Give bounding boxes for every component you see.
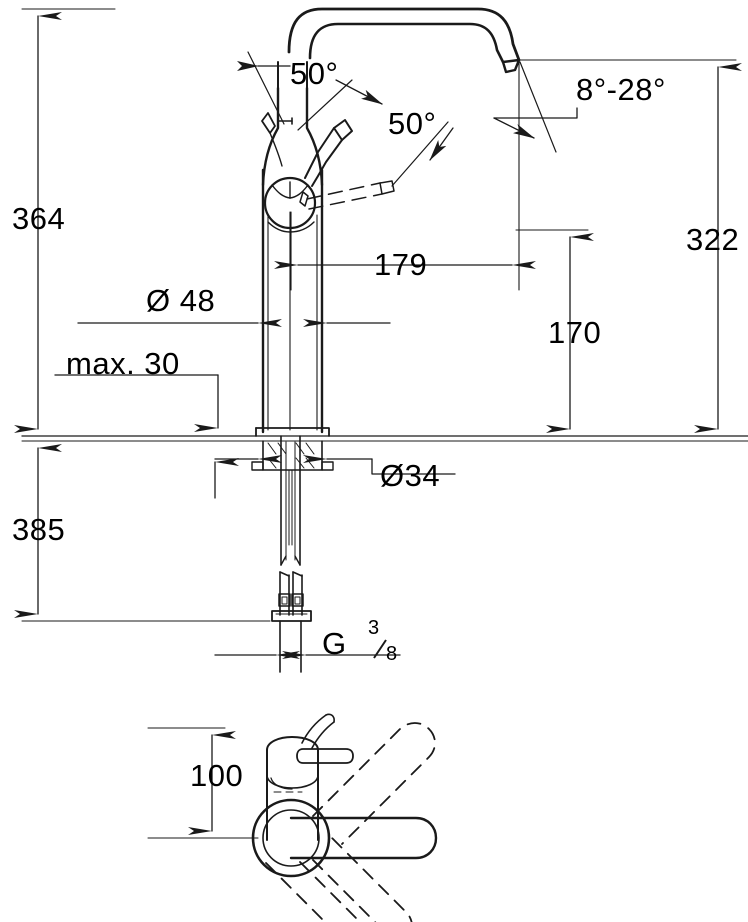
neck-left-taper	[261, 86, 280, 187]
dim-label-dia34: Ø34	[380, 458, 440, 493]
plan-body-top	[266, 736, 319, 751]
mount-hatch-lower	[267, 457, 315, 469]
ball-detail-5	[289, 221, 315, 233]
lever-up-right	[333, 119, 353, 141]
thread-collar	[271, 610, 312, 622]
angle-label-tilt-range: 8°-28°	[576, 72, 666, 107]
mount-hatch-upper	[267, 442, 315, 455]
cartridge-ball	[263, 176, 317, 230]
shank-break	[280, 555, 301, 566]
dim-label-364: 364	[12, 201, 65, 236]
hose-connector-right-bore	[294, 596, 301, 605]
plan-spout-solid	[289, 816, 438, 860]
ball-detail-4	[267, 221, 291, 233]
leader-dia34-elbow	[371, 458, 456, 475]
thread-letter-G: G	[322, 626, 347, 661]
mount-washer-lug-left	[251, 461, 264, 471]
dim-label-385: 385	[12, 512, 65, 547]
hose-left-cap	[279, 571, 290, 577]
plan-lever-up-a	[301, 714, 327, 744]
plan-lever-small	[296, 748, 354, 764]
lever-up-right-arm	[304, 127, 335, 179]
neck-right-taper	[305, 86, 324, 187]
dim-label-170: 170	[548, 315, 601, 350]
ball-detail-1	[271, 184, 291, 199]
angle-label-50-right: 50°	[388, 106, 436, 141]
dim-label-max30: max. 30	[66, 346, 180, 381]
plan-spout-swing-upper	[312, 722, 436, 845]
spout-tip	[501, 58, 521, 74]
geometry-layer	[14, 7, 748, 922]
leader-tilt-line	[519, 61, 557, 153]
spout-outer-profile	[287, 7, 521, 62]
plan-spout-swing-lower	[265, 859, 377, 922]
lever-up-right-arm2	[311, 139, 343, 187]
angle-leader-50-right	[391, 121, 449, 187]
leader-tilt-arrow	[493, 117, 535, 139]
dim-label-179: 179	[374, 247, 427, 282]
thread-fraction-bar	[373, 639, 387, 659]
lever-horizontal-top	[306, 182, 381, 200]
lever-horizontal-tip	[379, 180, 395, 195]
ball-detail-2	[289, 184, 309, 199]
lever-horizontal-bottom	[308, 193, 383, 210]
plan-body-band	[266, 774, 319, 789]
plan-lever-up-cap	[325, 713, 335, 723]
angle-arrow-50-right	[429, 127, 454, 161]
plan-spout-swing-lower-2	[299, 834, 413, 922]
hose-right-cap	[292, 571, 303, 577]
plan-lever-up-b	[311, 721, 335, 749]
thread-numerator: 3	[368, 617, 379, 639]
lever-horizontal-hub	[299, 191, 309, 207]
plan-body-band-2	[270, 777, 293, 790]
hose-connector-right	[291, 593, 304, 607]
mount-washer	[262, 440, 323, 471]
base-flange-top	[255, 427, 330, 437]
hose-connector-left-bore	[281, 596, 288, 605]
lever-up-left-link	[269, 132, 283, 167]
angle-leader-50-left-b	[297, 79, 353, 131]
dim-label-322: 322	[686, 222, 739, 257]
angle-arrow-50-left-b	[335, 79, 383, 105]
hose-connector-left	[278, 593, 291, 607]
leader-tilt-elbow	[493, 107, 578, 119]
mount-washer-lug-right	[321, 461, 334, 471]
spout-inner-profile	[308, 22, 505, 64]
angle-label-50-left: 50°	[290, 56, 338, 91]
dim-label-dia48: Ø 48	[146, 283, 215, 318]
lever-up-left	[261, 112, 276, 134]
dim-label-thread: G 3 8	[322, 617, 397, 665]
dim-label-100: 100	[190, 758, 243, 793]
thread-denominator: 8	[386, 643, 397, 665]
